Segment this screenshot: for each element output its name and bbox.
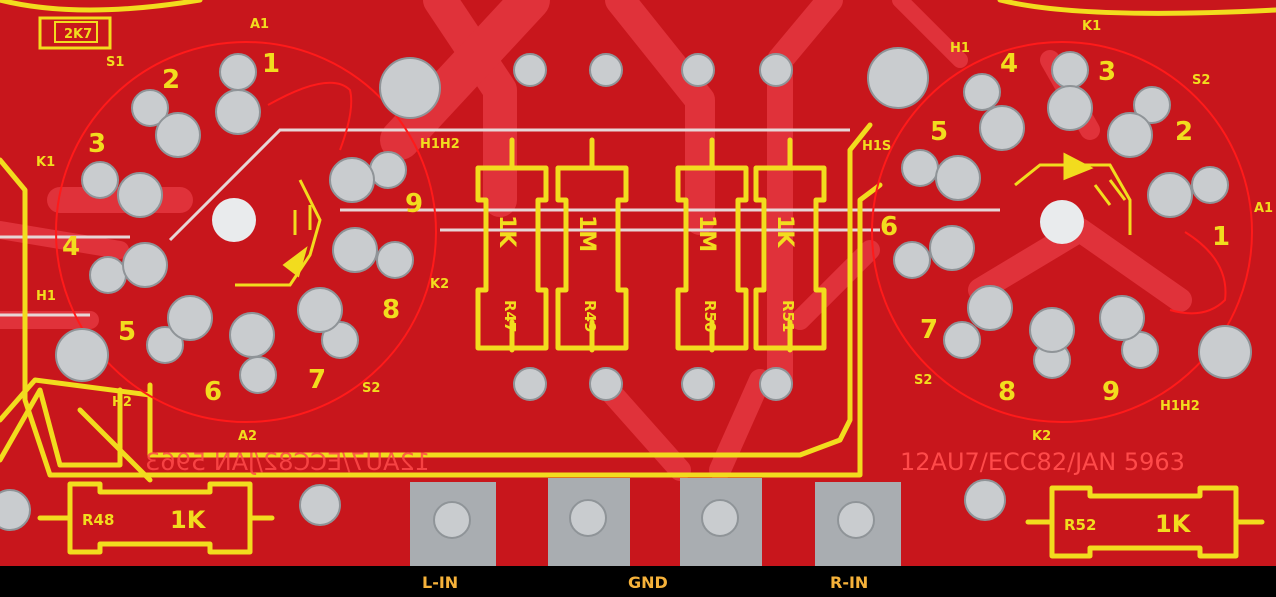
resistor-r51-value: 1K xyxy=(772,215,797,248)
resistor-pads xyxy=(513,53,793,401)
resistor-r47-value: 1K xyxy=(494,215,519,248)
resistor-r49-ref: R49 xyxy=(581,300,599,332)
left-label-a2: A2 xyxy=(238,429,257,444)
resistor-r50-ref: R50 xyxy=(701,300,719,332)
right-pin-9: 9 xyxy=(1102,377,1120,407)
label-l-in: L-IN xyxy=(422,573,458,592)
right-label-s2-lower: S2 xyxy=(914,373,932,388)
vertical-resistors: 1K R47 1M R49 1M R50 1K R51 xyxy=(475,137,827,353)
left-pin-4: 4 xyxy=(62,232,80,262)
left-label-k1: K1 xyxy=(36,155,55,170)
edge-pads xyxy=(0,478,1006,566)
left-pin-9: 9 xyxy=(405,189,423,219)
resistor-r52-ref: R52 xyxy=(1064,516,1096,534)
resistor-r49-value: 1M xyxy=(574,215,599,252)
right-label-s2: S2 xyxy=(1192,73,1210,88)
tube-marking-left-mirrored: 12AU7/ECC82/JAN 5963 xyxy=(145,448,430,476)
right-label-k2: K2 xyxy=(1032,429,1051,444)
left-pin-7: 7 xyxy=(308,365,326,395)
right-pin-1: 1 xyxy=(1212,222,1230,252)
resistor-r48: R48 1K xyxy=(37,481,275,555)
right-pin-4: 4 xyxy=(1000,49,1018,79)
left-pin-2: 2 xyxy=(162,65,180,95)
right-pin-6: 6 xyxy=(880,212,898,242)
resistor-r51-ref: R51 xyxy=(779,300,797,332)
tube-marking-right: 12AU7/ECC82/JAN 5963 xyxy=(900,448,1185,476)
right-pin-7: 7 xyxy=(920,315,938,345)
resistor-2k7: 2K7 S1 xyxy=(38,16,124,70)
left-socket-center-hole xyxy=(212,198,256,242)
label-r-in: R-IN xyxy=(830,573,868,592)
board-edge xyxy=(0,566,1276,597)
right-pin-5: 5 xyxy=(930,117,948,147)
resistor-r51: 1K R51 xyxy=(753,137,827,353)
resistor-r52-value: 1K xyxy=(1155,510,1192,538)
left-pin-5: 5 xyxy=(118,317,136,347)
left-label-k2: K2 xyxy=(430,277,449,292)
left-pin-1: 1 xyxy=(262,49,280,79)
left-led-symbol xyxy=(235,179,322,287)
resistor-r50: 1M R50 xyxy=(675,137,749,353)
right-tube-socket: 1 2 3 4 5 6 7 8 9 K1 H1 S2 A1 H1S S2 K2 … xyxy=(862,19,1273,444)
right-pin-2: 2 xyxy=(1175,117,1193,147)
resistor-2k7-ref: S1 xyxy=(106,55,124,70)
left-pin-6: 6 xyxy=(204,377,222,407)
resistor-r49: 1M R49 xyxy=(555,137,629,353)
left-tube-socket: 1 2 3 4 5 6 7 8 9 A1 K1 H1 H2 A2 S2 K2 H… xyxy=(36,16,460,444)
left-label-h1: H1 xyxy=(36,289,56,304)
right-led-symbol xyxy=(1014,152,1132,235)
left-label-a1: A1 xyxy=(250,17,269,32)
resistor-r47-ref: R47 xyxy=(501,300,519,332)
heater-lines xyxy=(0,128,1000,317)
right-label-a1: A1 xyxy=(1254,201,1273,216)
left-label-s2: S2 xyxy=(362,381,380,396)
resistor-r52: R52 1K xyxy=(1025,485,1265,559)
left-socket-outline xyxy=(55,41,437,423)
right-pin-3: 3 xyxy=(1098,57,1116,87)
silkscreen-frame xyxy=(0,0,1276,483)
right-socket-center-hole xyxy=(1040,200,1084,244)
right-label-h1s: H1S xyxy=(862,139,891,154)
right-label-h1h2: H1H2 xyxy=(1160,399,1200,414)
left-label-h1h2: H1H2 xyxy=(420,137,460,152)
resistor-r48-value: 1K xyxy=(170,506,207,534)
resistor-r47: 1K R47 xyxy=(475,137,549,353)
left-label-h2: H2 xyxy=(112,395,132,410)
right-pin-8: 8 xyxy=(998,377,1016,407)
left-pin-8: 8 xyxy=(382,295,400,325)
right-label-k1: K1 xyxy=(1082,19,1101,34)
left-socket-pads xyxy=(55,53,441,394)
right-socket-outline xyxy=(871,41,1253,423)
resistor-r48-ref: R48 xyxy=(82,511,114,529)
label-gnd: GND xyxy=(628,573,668,592)
resistor-r50-value: 1M xyxy=(694,215,719,252)
right-label-h1: H1 xyxy=(950,41,970,56)
resistor-2k7-value: 2K7 xyxy=(64,27,92,42)
right-socket-pads xyxy=(867,47,1252,379)
left-pin-3: 3 xyxy=(88,129,106,159)
board-substrate xyxy=(0,0,1276,566)
